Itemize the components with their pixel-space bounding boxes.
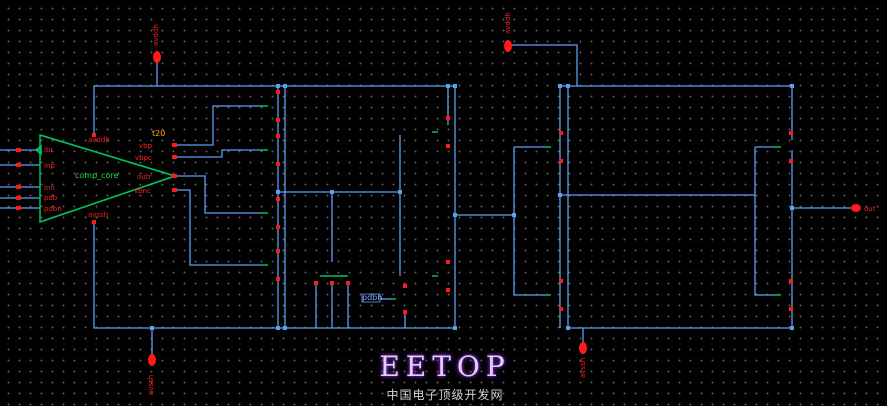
input-label-pdb: pdb bbox=[44, 194, 58, 202]
output-label-vbpc: vbpc bbox=[135, 154, 152, 162]
svg-text:avssh: avssh bbox=[579, 358, 587, 378]
transistor-m8[interactable] bbox=[545, 131, 563, 163]
watermark-subtitle: 中国电子顶级开发网 bbox=[386, 388, 504, 402]
instance-label: t20 bbox=[152, 129, 165, 138]
transistor-m1[interactable] bbox=[262, 90, 280, 122]
block-name-label: comp_core bbox=[75, 171, 119, 180]
supply-pin-avddh-right[interactable]: avddh bbox=[504, 12, 512, 52]
wires bbox=[0, 44, 855, 355]
transistor-m4[interactable] bbox=[262, 249, 280, 281]
transistor-pdbh[interactable] bbox=[392, 284, 407, 314]
watermark-title: EETOP bbox=[379, 350, 511, 383]
output-label-vbnc: vbnc bbox=[134, 187, 151, 195]
input-label-inp: inp bbox=[44, 162, 55, 170]
svg-text:avssh: avssh bbox=[147, 375, 155, 395]
svg-text:avddh: avddh bbox=[504, 12, 512, 34]
block-bottom-pin-label: avssh bbox=[88, 211, 108, 219]
transistor-m6[interactable] bbox=[432, 260, 450, 292]
input-pin-pdbh[interactable]: pdbh bbox=[361, 293, 382, 303]
comp-core-block[interactable]: comp_core avddh avssh ibr inp inn pdb pd… bbox=[16, 129, 178, 224]
supply-pin-avssh-left[interactable]: avssh bbox=[147, 354, 156, 395]
svg-text:out: out bbox=[864, 205, 876, 213]
transistor-m2[interactable] bbox=[262, 134, 280, 166]
transistor-m10[interactable] bbox=[775, 131, 793, 163]
input-label-inn: inn bbox=[44, 184, 55, 192]
output-pin-out[interactable]: out bbox=[851, 204, 876, 213]
transistor-m3[interactable] bbox=[262, 197, 280, 229]
transistor-m5[interactable] bbox=[432, 116, 450, 148]
supply-pin-avddh-left[interactable]: avddh bbox=[152, 24, 161, 63]
output-label-vbp: vbp bbox=[139, 142, 153, 150]
svg-text:avddh: avddh bbox=[152, 24, 160, 46]
transistor-m11[interactable] bbox=[775, 279, 793, 311]
transistor-m7[interactable] bbox=[314, 275, 350, 285]
transistor-m9[interactable] bbox=[545, 279, 563, 311]
svg-text:pdbh: pdbh bbox=[362, 293, 382, 302]
output-label-outr: outr bbox=[137, 173, 151, 181]
supply-pin-avssh-right[interactable]: avssh bbox=[579, 342, 587, 378]
input-label-pdbh: pdbh bbox=[44, 205, 62, 213]
block-top-pin-label: avddh bbox=[88, 136, 110, 144]
wire-junctions bbox=[150, 84, 794, 330]
input-label-ibr: ibr bbox=[44, 146, 53, 154]
